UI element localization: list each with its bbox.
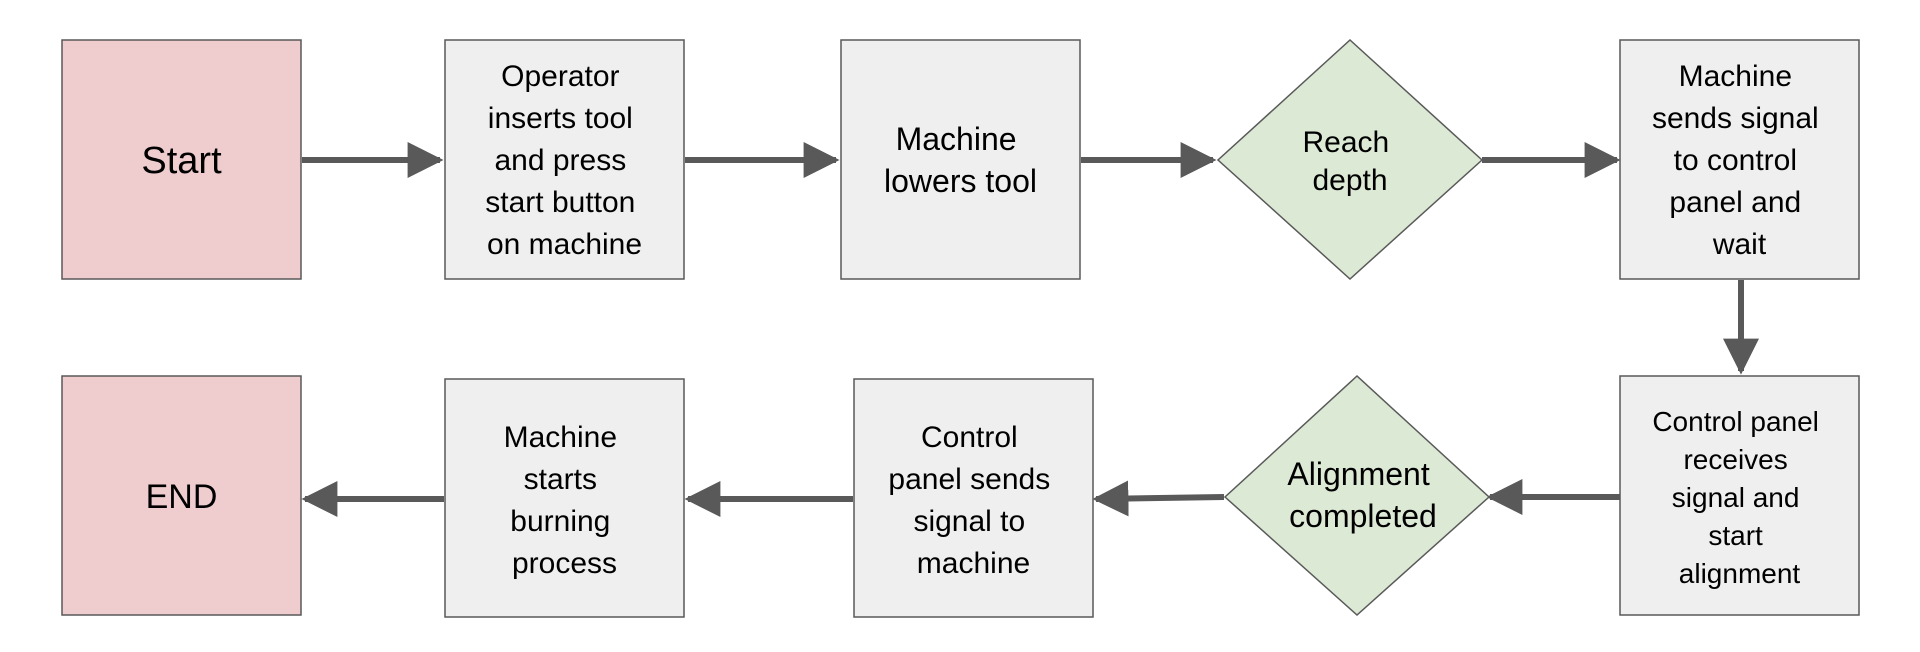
machine-sends-line-4: panel and: [1669, 186, 1801, 219]
reach-depth-line-1: Reach: [1302, 126, 1389, 159]
machine-burning-line-4: process: [512, 547, 617, 580]
control-sends-line-2: panel sends: [888, 463, 1050, 496]
node-control-sends: Control panel sends signal to machine: [853, 378, 1094, 618]
machine-lowers-line-2: lowers tool: [884, 163, 1037, 199]
node-end: END: [61, 375, 302, 616]
machine-burning-line-3: burning: [510, 505, 610, 538]
machine-sends-line-3: to control: [1674, 144, 1797, 177]
node-start: Start: [61, 39, 302, 280]
operator-inserts-line-3: and press: [494, 144, 626, 177]
start-label: Start: [141, 140, 222, 182]
control-receives-line-2: receives: [1683, 444, 1787, 475]
operator-inserts-line-5: on machine: [487, 228, 642, 261]
node-operator-inserts: Operator inserts tool and press start bu…: [444, 39, 685, 280]
edges: [301, 142, 1759, 517]
operator-inserts-line-1: Operator: [501, 60, 619, 93]
control-sends-line-4: machine: [917, 547, 1030, 580]
control-receives-box: [1619, 375, 1860, 616]
machine-lowers-box: [840, 39, 1081, 280]
node-control-receives: Control panel receives signal and start …: [1619, 375, 1860, 616]
operator-inserts-line-4: start button: [485, 186, 635, 219]
control-sends-line-3: signal to: [913, 505, 1025, 538]
control-receives-line-1: Control panel: [1652, 406, 1819, 437]
alignment-completed-line-2: completed: [1289, 498, 1437, 534]
operator-inserts-box: [444, 39, 685, 280]
node-reach-depth: Reach depth: [1216, 38, 1484, 281]
control-receives-line-4: start: [1708, 520, 1763, 551]
machine-burning-line-1: Machine: [504, 421, 617, 454]
start-box: [61, 39, 302, 280]
end-box: [61, 375, 302, 616]
node-machine-burning: Machine starts burning process: [444, 378, 685, 618]
machine-burning-box: [444, 378, 685, 618]
control-receives-label: Control panel receives signal and start …: [1652, 406, 1826, 589]
control-sends-label: Control panel sends signal to machine: [888, 421, 1058, 580]
machine-burning-label: Machine starts burning process: [504, 421, 626, 580]
node-alignment-completed: Alignment completed: [1223, 374, 1491, 617]
node-machine-lowers: Machine lowers tool: [840, 39, 1081, 280]
node-machine-sends: Machine sends signal to control panel an…: [1619, 39, 1860, 280]
control-receives-line-3: signal and: [1672, 482, 1800, 513]
alignment-completed-line-1: Alignment: [1287, 456, 1429, 492]
machine-lowers-label: Machine lowers tool: [884, 121, 1037, 199]
alignment-completed-label: Alignment completed: [1287, 456, 1438, 534]
operator-inserts-label: Operator inserts tool and press start bu…: [485, 60, 643, 261]
end-label: END: [146, 478, 218, 516]
reach-depth-label: Reach depth: [1302, 126, 1397, 197]
machine-sends-label: Machine sends signal to control panel an…: [1652, 60, 1827, 261]
machine-sends-box: [1619, 39, 1860, 280]
machine-sends-line-2: sends signal: [1652, 102, 1819, 135]
control-sends-line-1: Control: [921, 421, 1018, 454]
control-sends-box: [853, 378, 1094, 618]
reach-depth-diamond: [1216, 38, 1484, 281]
reach-depth-line-2: depth: [1312, 164, 1387, 197]
machine-lowers-line-1: Machine: [896, 121, 1017, 157]
machine-sends-line-5: wait: [1712, 228, 1767, 261]
machine-burning-line-2: starts: [524, 463, 597, 496]
operator-inserts-line-2: inserts tool: [488, 102, 633, 135]
alignment-completed-diamond: [1223, 374, 1491, 617]
machine-sends-line-1: Machine: [1679, 60, 1792, 93]
edge-alignment-completed-to-control-sends: [1092, 480, 1225, 517]
control-receives-line-5: alignment: [1679, 558, 1801, 589]
